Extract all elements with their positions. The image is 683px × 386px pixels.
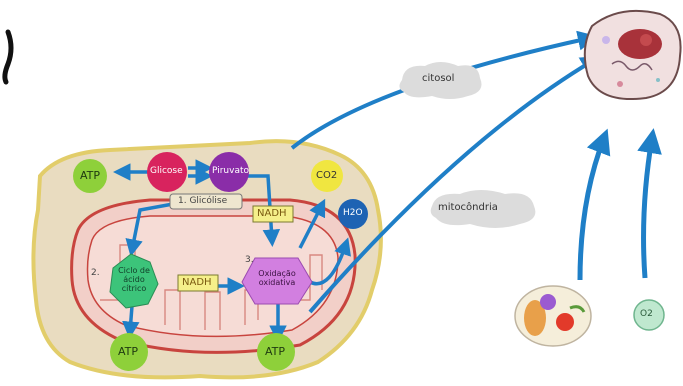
atp-node-bottom-left	[110, 333, 148, 371]
o2-label: O2	[640, 309, 653, 319]
animal-cell-icon	[583, 9, 682, 100]
atp-label-left: ATP	[80, 169, 101, 182]
h2o-label: H2O	[343, 208, 363, 218]
co2-label: CO2	[316, 170, 338, 181]
mitocondria-cloud	[430, 190, 536, 228]
input-arrows	[577, 128, 662, 281]
glicose-label: Glicose	[150, 166, 183, 176]
piruvato-node	[209, 152, 249, 192]
atp-label-bottom-right: ATP	[265, 345, 286, 358]
nadh-label-top: NADH	[257, 208, 287, 219]
nadh-label-mid: NADH	[182, 277, 212, 288]
ciclo-step-number: 2.	[91, 268, 100, 278]
food-plate-icon	[514, 285, 592, 347]
edge-mark	[2, 29, 14, 85]
nadh-box-top	[252, 205, 294, 223]
ciclo-label: Ciclo de ácido cítrico	[118, 266, 150, 293]
oxid-step-number: 3.	[245, 255, 254, 265]
citosol-cloud	[399, 62, 482, 99]
h2o-node	[338, 199, 368, 229]
ciclo-node	[109, 253, 159, 309]
atp-node-bottom-right	[257, 333, 295, 371]
mitocondria-label: mitocôndria	[438, 202, 498, 213]
oxid-label: Oxidação oxidativa	[258, 269, 296, 287]
o2-molecule-icon	[633, 299, 665, 331]
citosol-label: citosol	[422, 73, 455, 84]
atp-label-bottom-left: ATP	[118, 345, 139, 358]
glicolise-box	[169, 193, 243, 210]
nadh-box-mid	[177, 274, 219, 292]
atp-node-left	[73, 159, 107, 193]
oxid-node	[241, 257, 313, 305]
co2-node	[311, 160, 343, 192]
piruvato-label: Piruvato	[212, 166, 250, 176]
glicose-node	[147, 152, 187, 192]
glicolise-label: 1. Glicólise	[178, 196, 228, 206]
